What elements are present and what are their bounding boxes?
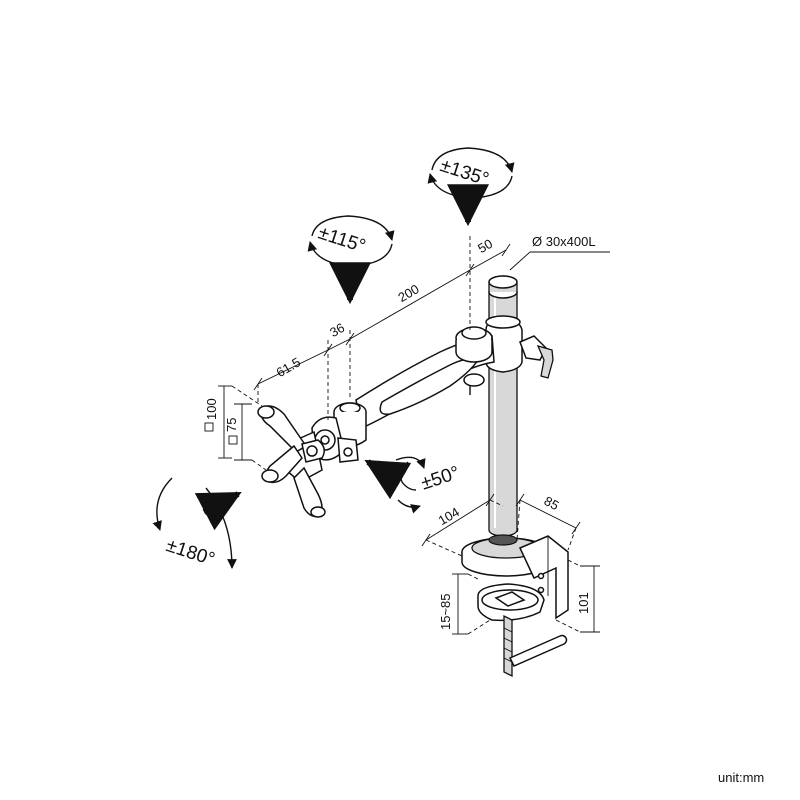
tilt-label: ±50° bbox=[419, 462, 463, 494]
screen-rotation-label: ±180° bbox=[163, 535, 217, 570]
dim-100: 100 bbox=[204, 398, 219, 420]
vesa-square-icon-100 bbox=[204, 422, 214, 432]
dim-101: 101 bbox=[576, 592, 591, 614]
dimension-lines bbox=[218, 236, 610, 635]
screen-rotation-symbol bbox=[152, 477, 242, 569]
dim-50: 50 bbox=[475, 236, 495, 256]
dim-15-85: 15~85 bbox=[438, 593, 453, 630]
pole-collar bbox=[485, 315, 554, 379]
pole-rotation-symbol bbox=[427, 147, 515, 227]
dim-104: 104 bbox=[436, 504, 462, 528]
pole-size-label: Ø 30x400L bbox=[532, 234, 596, 249]
dim-75: 75 bbox=[224, 418, 239, 432]
arm-rotation-symbol bbox=[307, 215, 395, 305]
tilt-head bbox=[311, 402, 367, 463]
dim-200: 200 bbox=[395, 281, 421, 305]
unit-label: unit:mm bbox=[718, 770, 764, 785]
pole-rotation-label: ±135° bbox=[437, 155, 491, 190]
desk-clamp bbox=[461, 534, 569, 678]
pole bbox=[488, 275, 518, 537]
tilt-symbol bbox=[364, 456, 426, 514]
vesa-plate bbox=[257, 405, 326, 518]
vesa-square-icon-75 bbox=[228, 435, 238, 445]
dim-36: 36 bbox=[327, 320, 347, 340]
dim-61-5: 61.5 bbox=[274, 354, 303, 380]
dim-85: 85 bbox=[542, 493, 562, 513]
arm bbox=[355, 326, 495, 430]
arm-rotation-label: ±115° bbox=[316, 223, 368, 258]
